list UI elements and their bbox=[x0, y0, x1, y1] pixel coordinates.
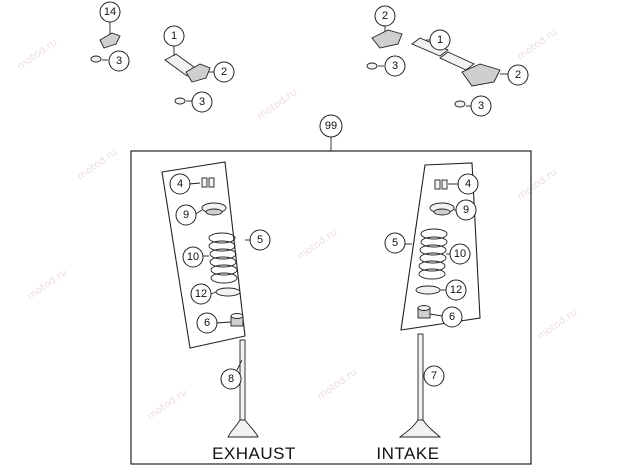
rocker-arm-2-icon bbox=[371, 29, 403, 49]
svg-text:2: 2 bbox=[221, 66, 227, 78]
svg-text:motod.ru: motod.ru bbox=[25, 267, 69, 302]
callout-2: 2 bbox=[374, 5, 396, 27]
svg-text:7: 7 bbox=[431, 370, 437, 382]
washer-3b-icon bbox=[174, 97, 186, 105]
callout-3: 3 bbox=[191, 91, 213, 113]
spring-seat-icon bbox=[215, 287, 241, 297]
callout-3: 3 bbox=[108, 50, 130, 72]
washer-3b-icon bbox=[454, 100, 466, 108]
washer-3-icon bbox=[90, 55, 102, 63]
svg-text:1: 1 bbox=[171, 30, 177, 42]
callout-9: 9 bbox=[455, 199, 477, 221]
callout-10: 10 bbox=[182, 246, 204, 268]
valve-keeper-icon bbox=[201, 177, 215, 188]
svg-text:12: 12 bbox=[195, 288, 207, 300]
callout-1: 1 bbox=[429, 29, 451, 51]
callout-3: 3 bbox=[384, 55, 406, 77]
callout-4: 4 bbox=[169, 173, 191, 195]
assembly-99: 99 bbox=[130, 114, 532, 465]
intake-valve-icon bbox=[398, 333, 442, 438]
callout-2: 2 bbox=[507, 64, 529, 86]
svg-text:motod.ru: motod.ru bbox=[515, 27, 559, 62]
callout-3: 3 bbox=[470, 95, 492, 117]
svg-text:3: 3 bbox=[478, 100, 484, 112]
rocker-arm-2-icon bbox=[185, 63, 211, 83]
svg-text:3: 3 bbox=[199, 96, 205, 108]
callout-4: 4 bbox=[457, 173, 479, 195]
valve-spring-icon bbox=[208, 232, 238, 284]
callout-6: 6 bbox=[196, 312, 218, 334]
assembly-frame bbox=[130, 150, 532, 465]
exhaust-valve-group: 4 9 10 12 6 5 bbox=[161, 161, 296, 463]
washer-3-icon bbox=[366, 62, 378, 70]
callout-5: 5 bbox=[249, 229, 271, 251]
exhaust-label: EXHAUST bbox=[212, 444, 296, 463]
callout-99: 99 bbox=[319, 114, 343, 138]
svg-text:10: 10 bbox=[187, 251, 199, 263]
spring-seat-icon bbox=[415, 285, 441, 295]
svg-text:motod.ru: motod.ru bbox=[515, 167, 559, 202]
callout-7: 7 bbox=[423, 365, 445, 387]
callout-9: 9 bbox=[175, 204, 197, 226]
intake-label: INTAKE bbox=[376, 444, 439, 463]
intake-valve-group: 4 9 10 12 6 5 bbox=[376, 162, 481, 463]
callout-10: 10 bbox=[449, 243, 471, 265]
svg-text:5: 5 bbox=[257, 234, 263, 246]
spring-retainer-icon bbox=[201, 202, 227, 216]
exhaust-spring-kit-frame bbox=[161, 161, 246, 349]
svg-text:9: 9 bbox=[463, 204, 469, 216]
top-right-group: 2 3 1 2 3 bbox=[366, 5, 529, 117]
valve-stem-seal-icon bbox=[230, 313, 244, 327]
valve-stem-seal-icon bbox=[417, 305, 431, 319]
watermark: motod.ru motod.ru motod.ru motod.ru moto… bbox=[15, 27, 579, 422]
callout-6: 6 bbox=[441, 306, 463, 328]
svg-text:4: 4 bbox=[465, 178, 471, 190]
svg-text:2: 2 bbox=[382, 10, 388, 22]
callout-2: 2 bbox=[213, 61, 235, 83]
svg-text:motod.ru: motod.ru bbox=[75, 147, 119, 182]
valve-keeper-icon bbox=[434, 179, 448, 190]
top-left-group: 14 3 1 2 3 bbox=[90, 1, 235, 113]
svg-text:12: 12 bbox=[450, 284, 462, 296]
spring-retainer-icon bbox=[429, 202, 455, 216]
svg-text:5: 5 bbox=[392, 237, 398, 249]
callout-14: 14 bbox=[99, 1, 121, 23]
svg-text:motod.ru: motod.ru bbox=[145, 387, 189, 422]
svg-text:99: 99 bbox=[325, 120, 337, 132]
svg-text:9: 9 bbox=[183, 209, 189, 221]
svg-text:2: 2 bbox=[515, 69, 521, 81]
svg-text:10: 10 bbox=[454, 248, 466, 260]
svg-text:motod.ru: motod.ru bbox=[15, 37, 59, 72]
svg-text:1: 1 bbox=[437, 34, 443, 46]
callout-1: 1 bbox=[163, 25, 185, 47]
intake-spring-kit-frame bbox=[400, 162, 481, 331]
rocker-shaft-1-icon bbox=[411, 37, 449, 57]
callout-5: 5 bbox=[384, 232, 406, 254]
svg-text:3: 3 bbox=[392, 60, 398, 72]
callout-12: 12 bbox=[190, 283, 212, 305]
svg-text:motod.ru: motod.ru bbox=[255, 87, 299, 122]
rocker-arm-14-icon bbox=[99, 32, 121, 49]
svg-text:motod.ru: motod.ru bbox=[315, 367, 359, 402]
svg-text:14: 14 bbox=[104, 6, 116, 18]
svg-text:motod.ru: motod.ru bbox=[535, 307, 579, 342]
svg-text:8: 8 bbox=[228, 373, 234, 385]
svg-text:3: 3 bbox=[116, 55, 122, 67]
valve-spring-icon bbox=[418, 228, 448, 280]
svg-text:6: 6 bbox=[204, 317, 210, 329]
callout-12: 12 bbox=[445, 279, 467, 301]
rocker-arm-2b-icon bbox=[461, 63, 501, 87]
callout-8: 8 bbox=[220, 368, 242, 390]
svg-text:6: 6 bbox=[449, 311, 455, 323]
svg-text:motod.ru: motod.ru bbox=[295, 227, 339, 262]
svg-text:4: 4 bbox=[177, 178, 183, 190]
